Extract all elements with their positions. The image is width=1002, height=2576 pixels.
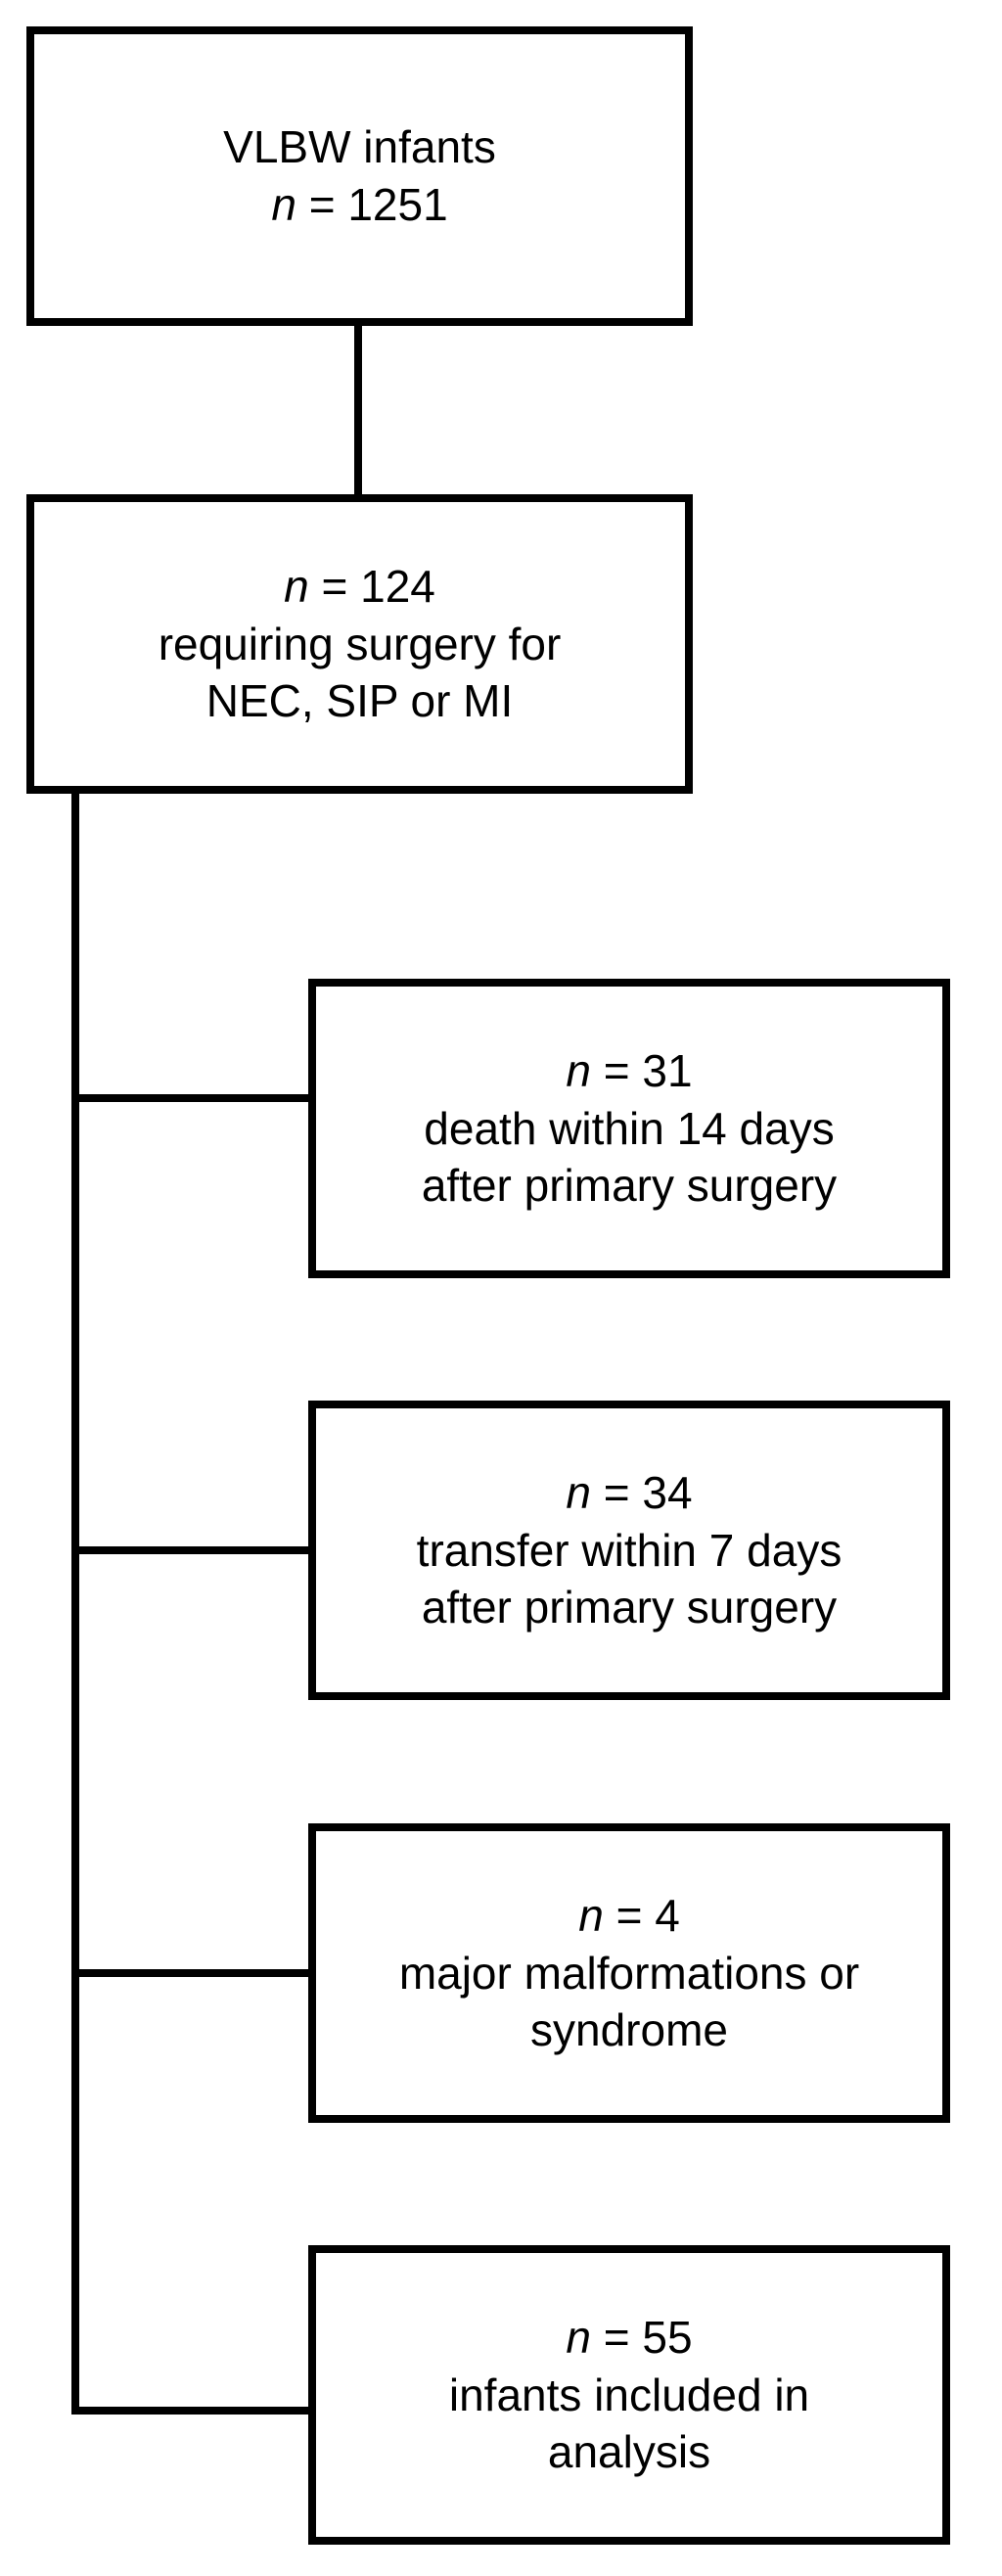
box-vlbw-infants: VLBW infants n = 1251 bbox=[26, 26, 693, 326]
box-requiring-surgery: n = 124 requiring surgery for NEC, SIP o… bbox=[26, 494, 693, 794]
box-included: n = 55 infants included in analysis bbox=[308, 2245, 950, 2545]
box-malformations: n = 4 major malformations or syndrome bbox=[308, 1823, 950, 2123]
branch-line bbox=[71, 2407, 308, 2415]
box-label: death within 14 days bbox=[424, 1102, 835, 1154]
box-label: after primary surgery bbox=[421, 1582, 838, 1633]
branch-line bbox=[71, 1546, 308, 1554]
box-label: major malformations or bbox=[398, 1947, 860, 1999]
box-label: syndrome bbox=[530, 2004, 728, 2056]
box-count: n = 55 bbox=[566, 2311, 693, 2363]
box-transfer: n = 34 transfer within 7 days after prim… bbox=[308, 1401, 950, 1700]
connector-line bbox=[354, 326, 362, 494]
branch-line bbox=[71, 1094, 308, 1102]
box-label: infants included in bbox=[448, 2369, 810, 2420]
box-count: n = 34 bbox=[566, 1466, 693, 1518]
box-death: n = 31 death within 14 days after primar… bbox=[308, 979, 950, 1278]
box-count: n = 124 bbox=[284, 560, 435, 612]
box-count: n = 31 bbox=[566, 1044, 693, 1096]
box-label: requiring surgery for bbox=[158, 618, 562, 669]
box-label: NEC, SIP or MI bbox=[205, 675, 514, 727]
box-label: after primary surgery bbox=[421, 1160, 838, 1212]
box-count: n = 4 bbox=[578, 1889, 680, 1941]
box-label: transfer within 7 days bbox=[416, 1524, 843, 1576]
box-label: analysis bbox=[547, 2426, 711, 2478]
box-count: n = 1251 bbox=[271, 179, 448, 230]
trunk-line bbox=[71, 794, 79, 2415]
box-label: VLBW infants bbox=[223, 121, 496, 173]
branch-line bbox=[71, 1969, 308, 1977]
